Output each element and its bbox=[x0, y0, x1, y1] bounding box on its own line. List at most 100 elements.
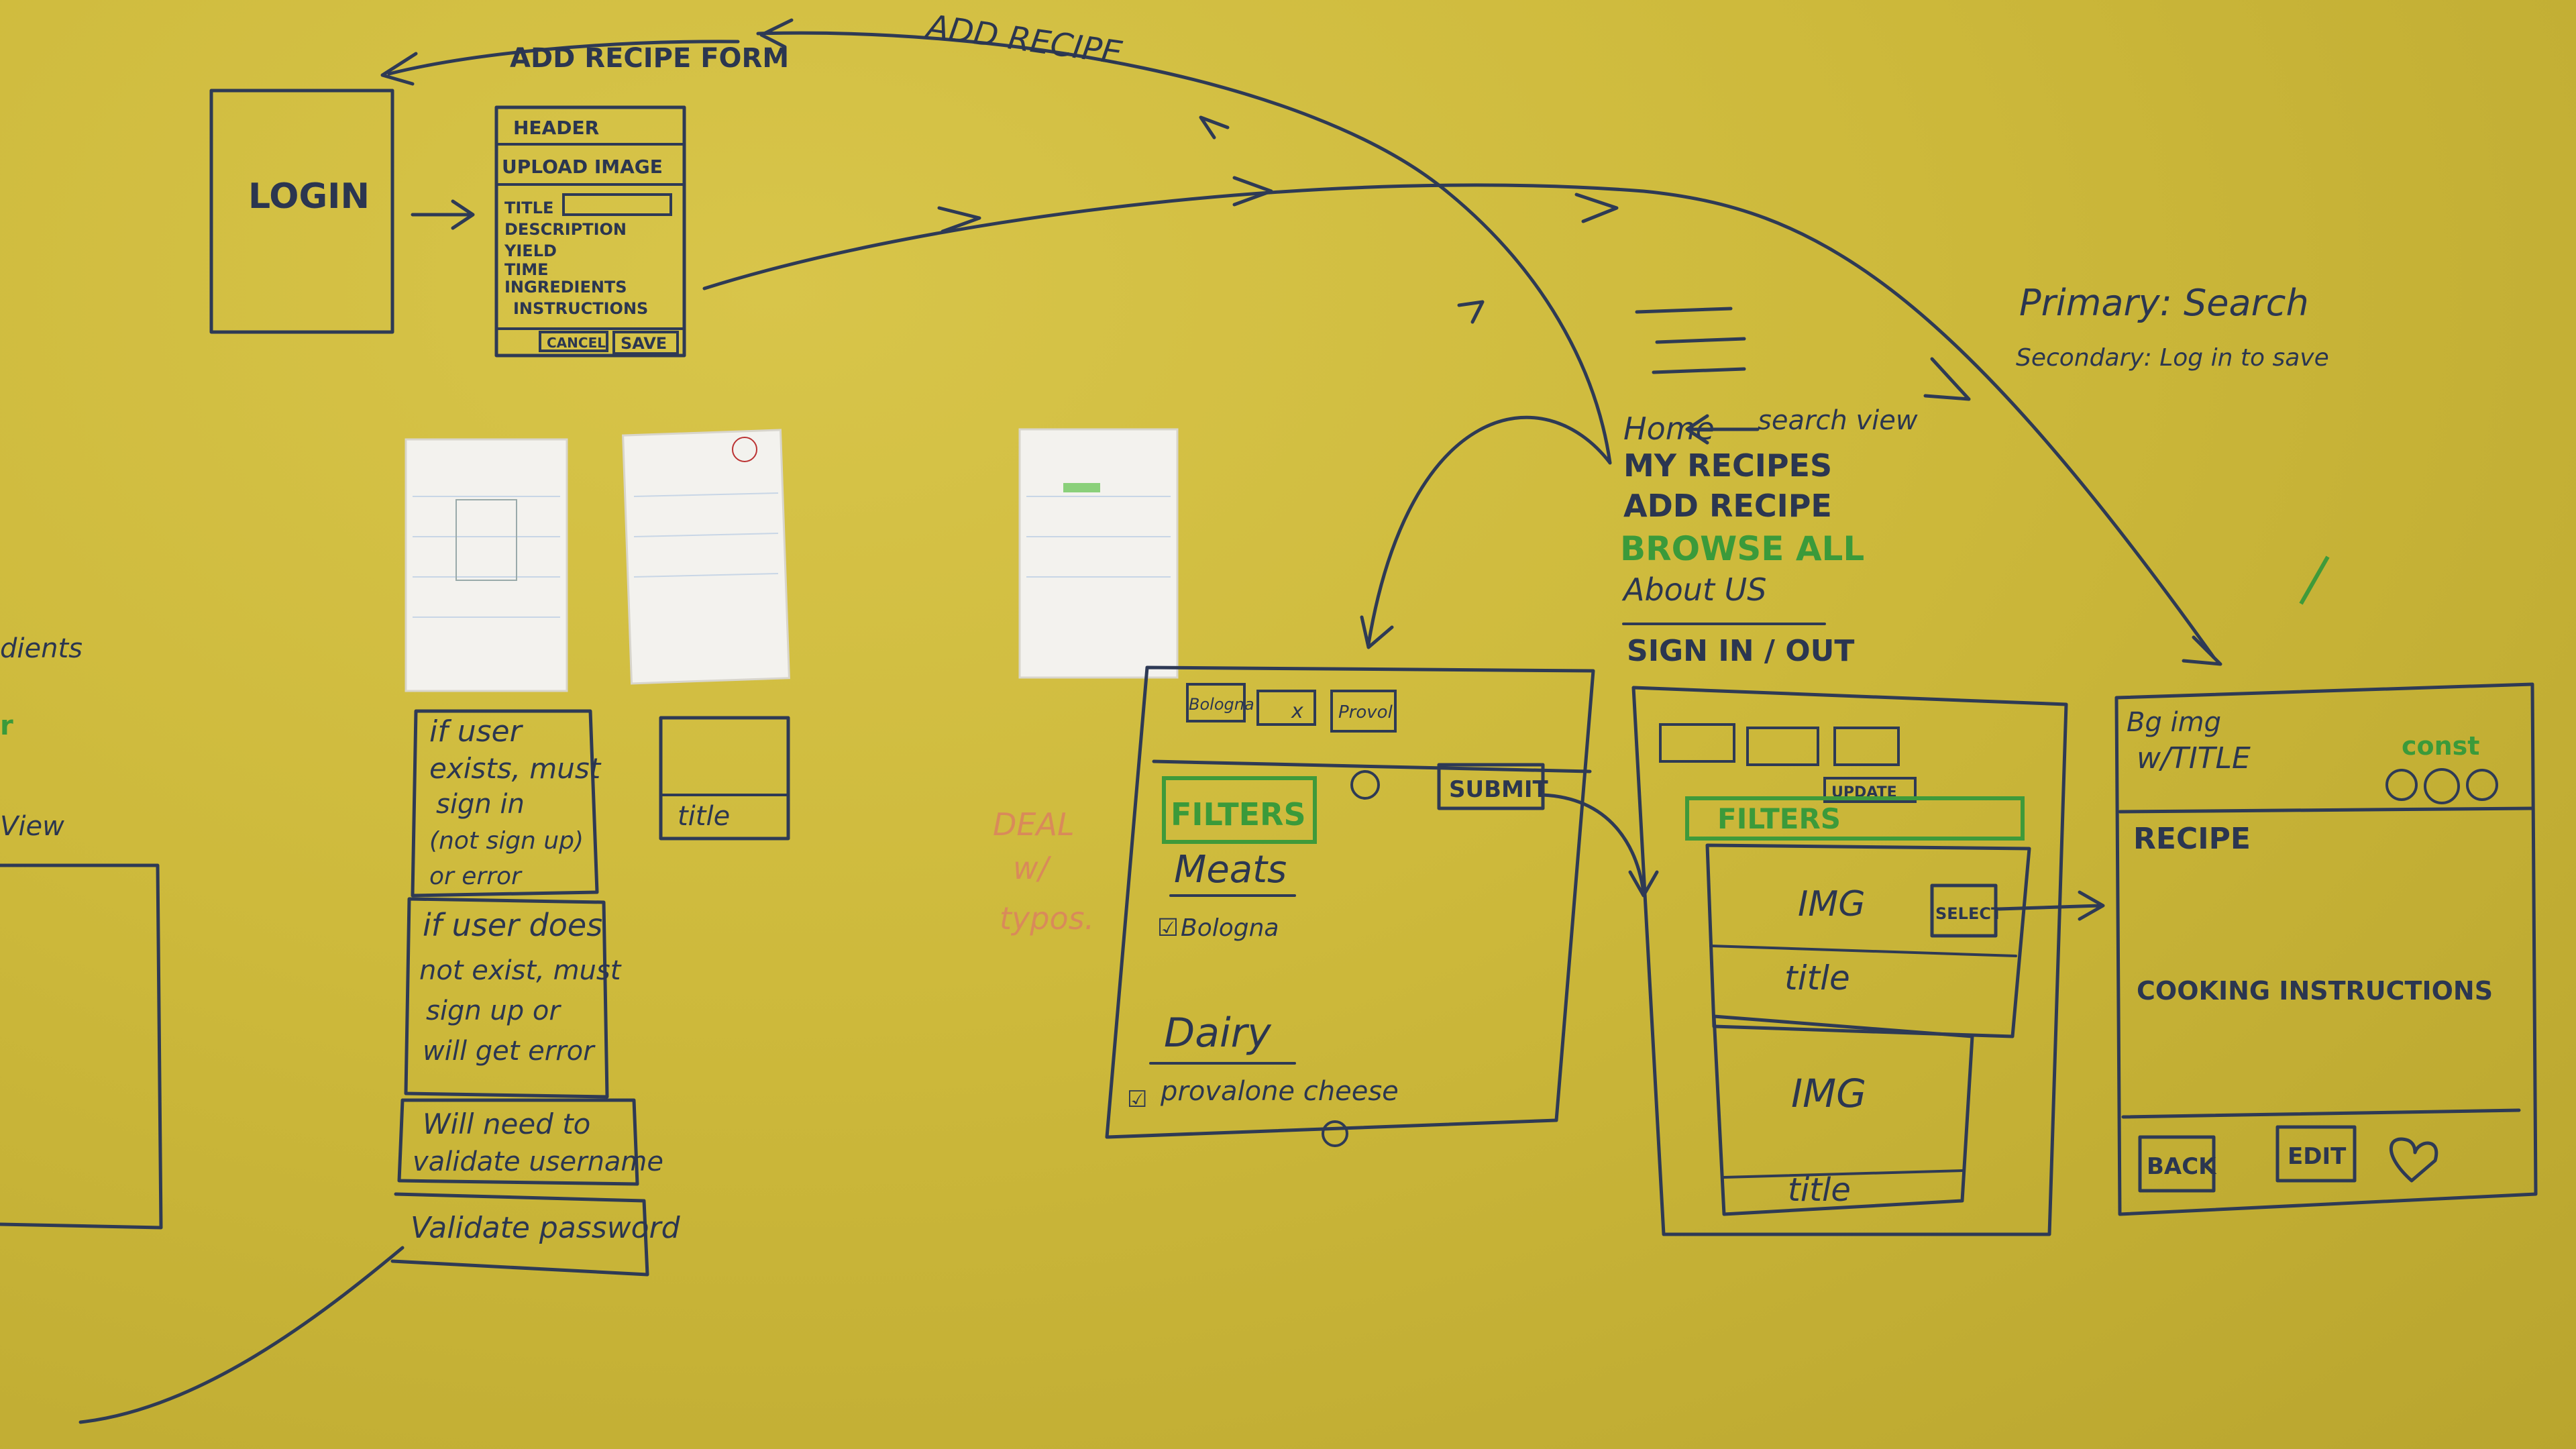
nav-home-arrow bbox=[1685, 414, 1760, 445]
recipe-bg-img: Bg img bbox=[2127, 707, 2221, 738]
add-form-header: HEADER bbox=[513, 117, 599, 139]
note1-line2: exists, must bbox=[429, 752, 602, 785]
recipe-const: const bbox=[2402, 731, 2479, 761]
note1-line3: sign in bbox=[436, 789, 525, 820]
select-button bbox=[1930, 883, 1998, 938]
browse-chip-2 bbox=[1746, 727, 1819, 766]
chip-x bbox=[1256, 690, 1316, 726]
chip-bologna-label: Bologna bbox=[1189, 695, 1254, 714]
submit-label: SUBMIT bbox=[1449, 776, 1548, 803]
nav-my-recipes: MY RECIPES bbox=[1623, 447, 1832, 484]
note2-line3: sign up or bbox=[426, 996, 561, 1026]
add-form-field-time: TIME bbox=[504, 260, 549, 279]
edit-button bbox=[2275, 1125, 2357, 1183]
add-form-field-title: TITLE bbox=[504, 199, 553, 217]
note1-line4: (not sign up) bbox=[429, 827, 584, 855]
add-form-field-instructions: INSTRUCTIONS bbox=[513, 299, 648, 318]
save-label: SAVE bbox=[621, 334, 667, 353]
deal-line2: w/ bbox=[1013, 850, 1052, 886]
cancel-button bbox=[539, 331, 608, 352]
note1-line5: or error bbox=[429, 863, 523, 890]
arrowhead bbox=[759, 18, 794, 49]
card-1-img: IMG bbox=[1798, 884, 1866, 924]
nav-to-filter-arrow bbox=[1366, 415, 1612, 646]
note2-line2: not exist, must bbox=[419, 955, 622, 986]
add-form-field-description: DESCRIPTION bbox=[504, 220, 627, 239]
cancel-label: CANCEL bbox=[547, 335, 606, 351]
recipe-label: RECIPE bbox=[2133, 822, 2251, 856]
nav-add-recipe: ADD RECIPE bbox=[1623, 488, 1832, 524]
expand-icon bbox=[1322, 1120, 1348, 1147]
browse-chip-1 bbox=[1659, 723, 1735, 763]
arc-to-login bbox=[387, 40, 740, 76]
recipe-w-title: w/TITLE bbox=[2137, 741, 2251, 775]
form-to-recipe-arrow bbox=[702, 183, 2216, 659]
rating-icon-2 bbox=[2424, 768, 2460, 804]
card-1 bbox=[1705, 843, 2031, 1038]
paper-sketch-2 bbox=[622, 429, 790, 685]
note-box-3 bbox=[397, 1098, 639, 1186]
add-form-box bbox=[494, 105, 686, 358]
login-box bbox=[209, 89, 394, 334]
green-tick bbox=[2299, 555, 2330, 605]
left-edge-text-dients: dients bbox=[0, 633, 83, 664]
bologna-check-icon: ☑ bbox=[1157, 914, 1179, 942]
title-thumb-box bbox=[659, 716, 790, 841]
title-thumb-label: title bbox=[678, 801, 730, 832]
heart-icon bbox=[2389, 1137, 2438, 1183]
select-arrow bbox=[1997, 890, 2105, 921]
provalone-label: provalone cheese bbox=[1160, 1076, 1399, 1107]
rating-icon-1 bbox=[2385, 769, 2418, 801]
provalone-check-icon: ☑ bbox=[1127, 1086, 1147, 1113]
login-label: LOGIN bbox=[248, 176, 370, 217]
card-2-title: title bbox=[1788, 1171, 1851, 1209]
meats-label: Meats bbox=[1174, 848, 1287, 892]
nav-search-view: search view bbox=[1758, 405, 1918, 436]
login-arrow bbox=[411, 199, 475, 230]
menu-line-3 bbox=[1652, 367, 1746, 374]
browse-filters-box bbox=[1685, 796, 2025, 841]
bologna-label: Bologna bbox=[1181, 914, 1279, 942]
primary-text: Primary: Search bbox=[2019, 282, 2309, 324]
back-label: BACK bbox=[2147, 1153, 2217, 1180]
add-form-field-yield: YIELD bbox=[504, 241, 557, 260]
recipe-screen-box bbox=[2114, 682, 2538, 1216]
browse-chip-3 bbox=[1833, 727, 1900, 766]
paper-sketch-3 bbox=[1018, 428, 1179, 679]
note3-line2: validate username bbox=[413, 1146, 663, 1177]
select-label: SELECT bbox=[1935, 904, 2002, 923]
collapse-icon bbox=[1350, 770, 1380, 800]
save-button bbox=[612, 331, 679, 355]
browse-filters-label: FILTERS bbox=[1717, 802, 1841, 835]
arrowhead-small bbox=[1199, 115, 1230, 140]
note4-line: Validate password bbox=[411, 1211, 681, 1245]
menu-line-1 bbox=[1635, 307, 1733, 314]
note1-line1: if user bbox=[429, 714, 524, 749]
deal-line1: DEAL bbox=[993, 806, 1075, 843]
chip-provol-label: Provol bbox=[1338, 702, 1393, 722]
browse-screen-box bbox=[1631, 686, 2068, 1236]
update-button bbox=[1823, 777, 1917, 803]
add-form-field-ingredients: INGREDIENTS bbox=[504, 278, 627, 297]
card-2-img: IMG bbox=[1791, 1071, 1866, 1116]
add-form-upload: UPLOAD IMAGE bbox=[502, 156, 663, 178]
left-curve bbox=[78, 1246, 405, 1424]
secondary-text: Secondary: Log in to save bbox=[2016, 344, 2329, 372]
rating-icon-3 bbox=[2466, 769, 2498, 801]
filters-label: FILTERS bbox=[1171, 796, 1306, 833]
add-recipe-arrow-label: ADD RECIPE bbox=[922, 7, 1124, 72]
left-edge-text-view: View bbox=[0, 811, 64, 842]
note-box-4 bbox=[390, 1192, 649, 1277]
filters-box bbox=[1162, 776, 1317, 844]
chip-provol bbox=[1330, 690, 1397, 733]
submit-button bbox=[1437, 763, 1545, 810]
back-button bbox=[2138, 1135, 2216, 1193]
note-box-1 bbox=[411, 709, 599, 898]
note2-line4: will get error bbox=[423, 1036, 596, 1067]
note2-line1: if user does bbox=[423, 907, 602, 943]
left-edge-box bbox=[0, 863, 163, 1230]
deal-line3: typos. bbox=[1000, 900, 1094, 936]
filter-screen-box bbox=[1105, 665, 1595, 1139]
